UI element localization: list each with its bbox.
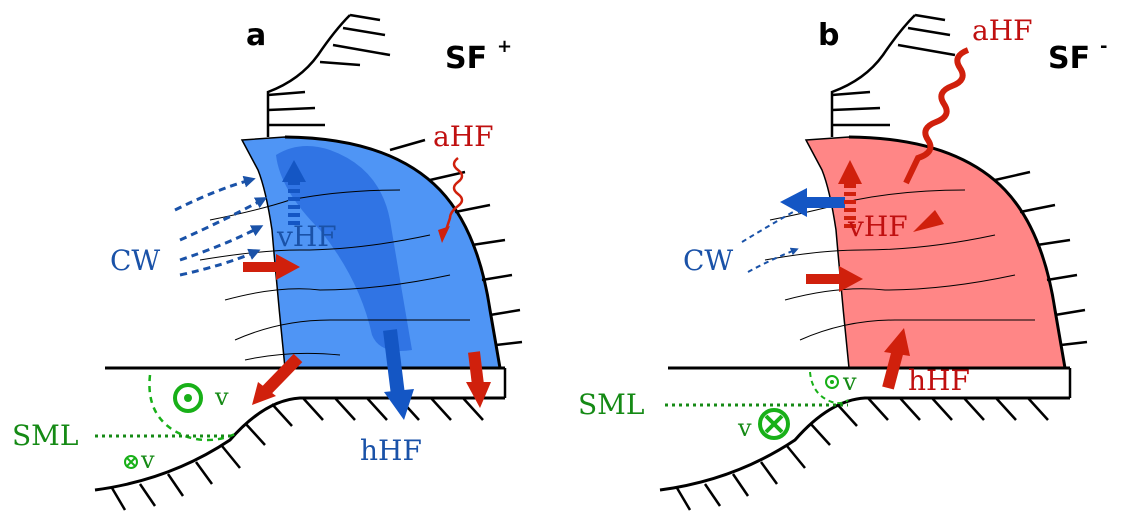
panel-b-label: b [818, 18, 839, 53]
ice-hatching-b [831, 13, 1088, 347]
hhf-arrow-a [383, 329, 414, 420]
v-out-label-b: v [842, 368, 857, 396]
velocity-out-symbol-a [173, 383, 203, 413]
seabed [94, 396, 505, 492]
ahf-label-a: aHF [433, 120, 494, 153]
cw-label-a: CW [110, 244, 160, 277]
panel-a: a SF + aHF vHF CW hHF SML v v [12, 13, 523, 511]
hhf-label-a: hHF [360, 434, 422, 467]
vhf-arrow-a [282, 160, 306, 225]
sml-curve-b [809, 371, 849, 405]
ahf-label-b: aHF [972, 14, 1033, 47]
red-melt-arrow-right-a [466, 351, 491, 408]
sf-minus-sign: - [1100, 36, 1107, 57]
red-melt-arrow-left-a [252, 353, 303, 405]
hhf-label-b: hHF [908, 364, 970, 397]
sf-minus-label: SF [1048, 41, 1090, 76]
ahf-wavy-arrow-a [443, 157, 464, 234]
ice-cliff-b [830, 14, 916, 137]
hhf-arrow-b [882, 328, 910, 390]
ahf-wavy-arrow-b [903, 47, 970, 185]
panel-a-label: a [246, 18, 266, 53]
ice-front-outline [284, 135, 502, 369]
vhf-label-a: vHF [276, 220, 337, 253]
seabed-hatching-b [675, 397, 1049, 511]
velocity-in-symbol-a [124, 455, 138, 469]
sml-label-a: SML [12, 419, 78, 452]
vhf-arrow-b [838, 160, 862, 228]
ice-front-outline-b [848, 135, 1067, 369]
sml-curve-a [148, 374, 236, 442]
velocity-in-symbol-b [758, 408, 790, 440]
sf-plus-label: SF [445, 41, 487, 76]
red-inflow-arrow-a [243, 254, 300, 280]
ice-hatching-a [267, 13, 523, 347]
v-out-label-a: v [214, 383, 229, 411]
cw-label-b: CW [683, 244, 733, 277]
cw-arrows-a [174, 175, 268, 277]
red-inflow-arrow-b [806, 266, 863, 292]
blue-outflow-arrow-b [780, 188, 845, 217]
seabed-hatching-a [110, 397, 484, 511]
cw-arrows-b [741, 206, 804, 273]
sf-plus-sign: + [497, 36, 512, 57]
panel-b: b SF - aHF vHF CW hHF SML v v [578, 13, 1107, 511]
vhf-label-b: vHF [847, 210, 908, 243]
velocity-out-symbol-b [825, 375, 839, 389]
ice-cliff [266, 14, 351, 137]
seabed-b [659, 396, 1070, 492]
v-in-label-b: v [737, 414, 752, 442]
v-in-label-a: v [140, 446, 155, 474]
sml-label-b: SML [578, 388, 644, 421]
